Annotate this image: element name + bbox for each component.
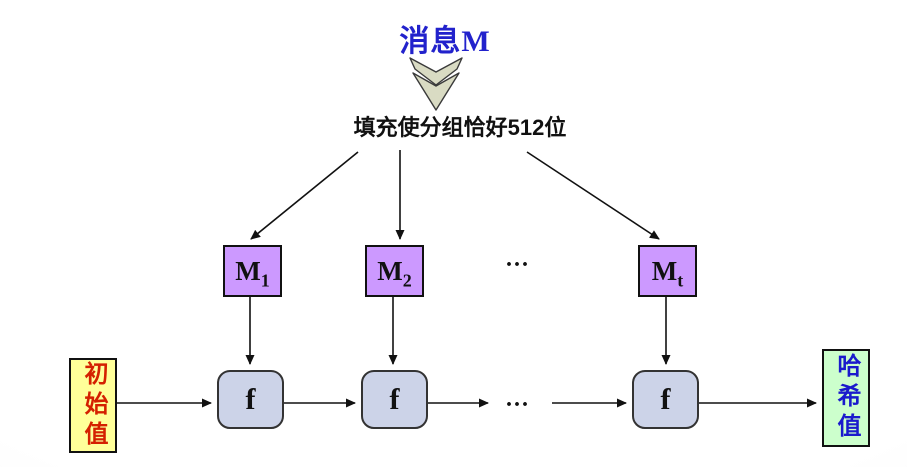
message-block-m2-label: M2 (377, 255, 412, 290)
message-block-m2: M2 (365, 245, 424, 297)
compression-f3: f (632, 370, 699, 429)
hash-value-box: 哈希值 (822, 349, 870, 447)
initial-value-box: 初始值 (69, 358, 117, 453)
message-block-m1-label: M1 (235, 255, 270, 290)
compression-f1: f (217, 370, 284, 429)
message-block-mt: Mt (638, 245, 697, 297)
message-block-m1: M1 (223, 245, 282, 297)
chain-ellipsis: ... (506, 386, 530, 412)
padding-label: 填充使分组恰好512位 (353, 115, 567, 140)
message-block-mt-label: Mt (651, 255, 684, 290)
message-title: 消息M (399, 25, 491, 58)
down-arrow-icon (409, 57, 463, 111)
blocks-ellipsis: ... (506, 246, 530, 272)
compression-f2: f (361, 370, 428, 429)
